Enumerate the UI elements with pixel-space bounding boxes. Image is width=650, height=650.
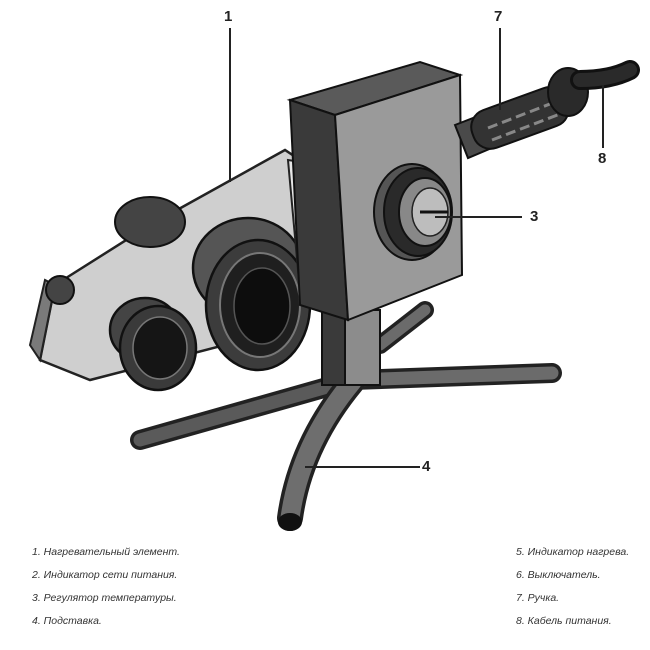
legend-item: 8. Кабель питания. bbox=[516, 615, 612, 627]
legend-item: 2. Индикатор сети питания. bbox=[32, 569, 178, 581]
callout-8: 8 bbox=[598, 150, 607, 167]
legend-item: 5. Индикатор нагрева. bbox=[516, 546, 630, 558]
temperature-dial bbox=[373, 163, 453, 261]
legend-item: 3. Регулятор температуры. bbox=[32, 592, 177, 604]
legend-right: 5. Индикатор нагрева. 6. Выключатель. 7.… bbox=[516, 545, 629, 637]
legend-item: 4. Подставка. bbox=[32, 615, 102, 627]
callout-1: 1 bbox=[224, 8, 233, 25]
stand bbox=[130, 301, 562, 531]
legend-item: 7. Ручка. bbox=[516, 592, 560, 604]
callout-7: 7 bbox=[494, 8, 503, 25]
legend-left: 1. Нагревательный элемент. 2. Индикатор … bbox=[32, 545, 180, 637]
handle bbox=[453, 67, 589, 160]
callout-3: 3 bbox=[530, 208, 539, 225]
legend-item: 6. Выключатель. bbox=[516, 569, 601, 581]
leader-lines bbox=[229, 28, 604, 468]
large-nozzle bbox=[191, 216, 312, 372]
power-cable bbox=[570, 60, 640, 90]
legend-item: 1. Нагревательный элемент. bbox=[32, 546, 180, 558]
callout-4: 4 bbox=[422, 458, 431, 475]
small-nozzle bbox=[108, 296, 198, 392]
